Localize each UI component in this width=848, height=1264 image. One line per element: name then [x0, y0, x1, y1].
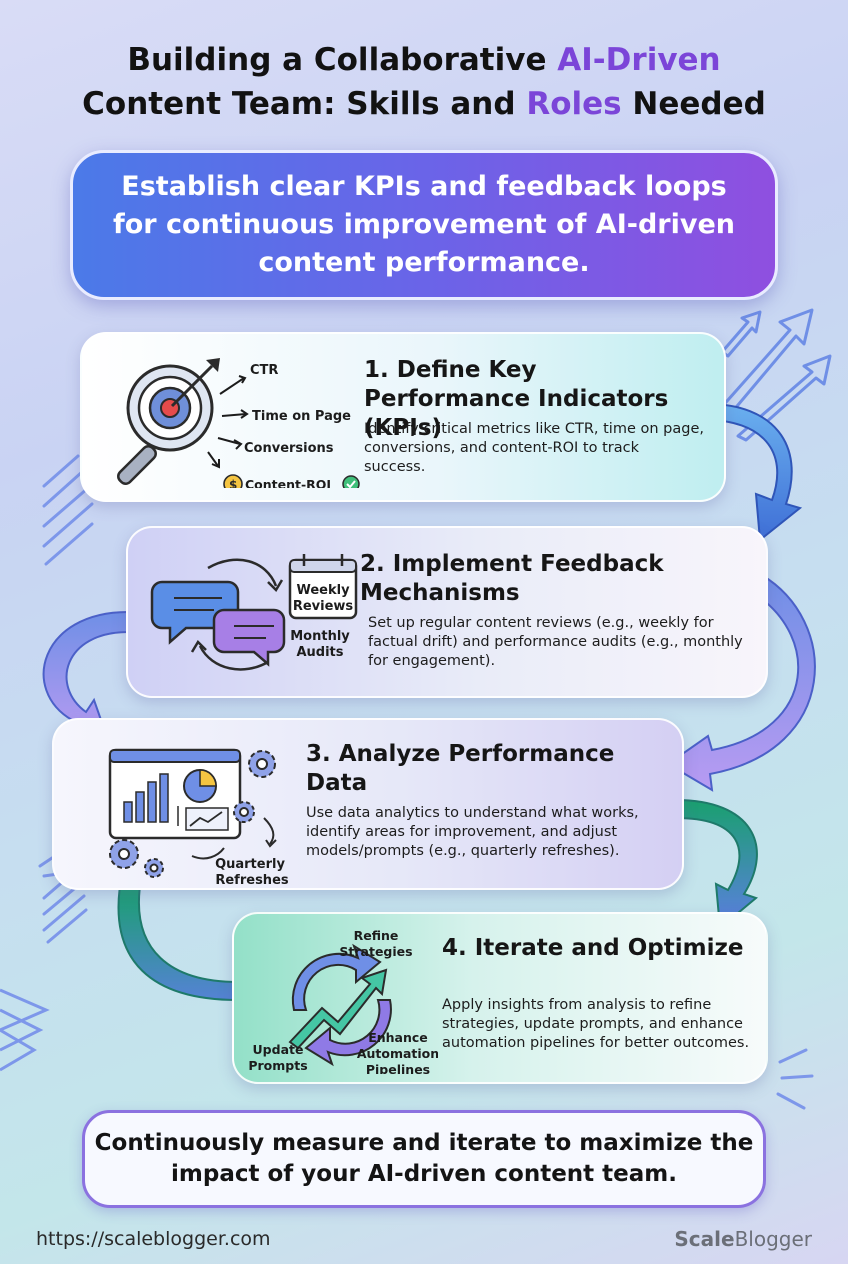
kpi-label-ctr: CTR: [250, 363, 278, 378]
feedback-illustration: Weekly Reviews Monthly Audits: [150, 554, 358, 671]
step-card-2: Weekly Reviews Monthly Audits 2. Impleme…: [126, 526, 768, 698]
kpi-label-conversions: Conversions: [244, 441, 334, 456]
label-prompts: Prompts: [248, 1058, 307, 1073]
label-refine: Refine: [354, 928, 399, 943]
page-title: Building a Collaborative AI-Driven Conte…: [0, 38, 848, 126]
kpi-label-content-roi: Content-ROI: [245, 477, 331, 488]
brand-logo: ScaleBlogger: [674, 1227, 812, 1251]
label-weekly: Weekly: [296, 583, 350, 598]
step-2-description: Set up regular content reviews (e.g., we…: [368, 615, 743, 669]
dollar-coin-icon: $: [223, 474, 243, 488]
step-4-description: Apply insights from analysis to refine s…: [442, 997, 750, 1051]
calendar-icon: [288, 554, 358, 620]
connector-arrow-1: [704, 402, 803, 542]
label-enhance: Enhance: [368, 1030, 428, 1045]
iteration-cycle-icon: [291, 943, 392, 1067]
title-line-1: Building a Collaborative AI-Driven: [127, 42, 721, 78]
step-2-heading: 2. Implement Feedback Mechanisms: [360, 551, 664, 606]
step-card-3: Quarterly Refreshes 3. Analyze Performan…: [52, 718, 684, 890]
kpi-label-time-on-page: Time on Page: [252, 409, 351, 424]
check-circle-icon: [342, 475, 360, 488]
step-3-heading: 3. Analyze Performance Data: [306, 741, 615, 796]
iteration-illustration: Refine Strategies Update Prompts Enhance…: [248, 928, 438, 1074]
label-monthly: Monthly: [290, 629, 350, 644]
label-reviews: Reviews: [293, 599, 354, 614]
label-pipelines: Pipelines: [366, 1062, 430, 1074]
title-accent-ai-driven: AI-Driven: [557, 42, 721, 78]
step-3-description: Use data analytics to understand what wo…: [306, 805, 639, 859]
intro-banner: Establish clear KPIs and feedback loops …: [70, 150, 778, 300]
label-audits: Audits: [296, 645, 343, 660]
cycle-arrows-icon: [190, 558, 284, 671]
connector-arrow-4: [675, 798, 759, 930]
gears-icon: [109, 750, 276, 878]
label-automation: Automation: [357, 1046, 438, 1061]
website-link[interactable]: https://scaleblogger.com: [36, 1228, 271, 1250]
title-accent-roles: Roles: [526, 86, 622, 122]
step-card-4: Refine Strategies Update Prompts Enhance…: [232, 912, 768, 1084]
step-4-heading: 4. Iterate and Optimize: [442, 935, 744, 961]
label-update: Update: [253, 1042, 304, 1057]
step-1-description: Identify critical metrics like CTR, time…: [364, 421, 704, 475]
step-1-heading: 1. Define Key Performance Indicators (KP…: [364, 357, 669, 441]
label-refreshes: Refreshes: [215, 873, 289, 886]
kpi-illustration: CTR Time on Page Conversions $ Content-R…: [117, 358, 360, 488]
sparkle-lines-decoration: [38, 856, 814, 1110]
stacked-chevrons-decoration: [0, 988, 50, 1072]
title-line-2: Content Team: Skills and Roles Needed: [82, 86, 766, 122]
growth-arrow-icon: [288, 968, 388, 1050]
target-magnifier-icon: [117, 358, 220, 485]
label-quarterly: Quarterly: [215, 857, 285, 872]
svg-text:$: $: [229, 478, 237, 488]
label-strategies: Strategies: [339, 944, 412, 959]
analytics-illustration: Quarterly Refreshes: [108, 748, 289, 886]
step-card-1: CTR Time on Page Conversions $ Content-R…: [80, 332, 726, 502]
analytics-dashboard-icon: [108, 748, 242, 840]
closing-message: Continuously measure and iterate to maxi…: [82, 1110, 766, 1208]
connector-arrow-3: [666, 572, 816, 792]
chat-bubbles-icon: [150, 580, 286, 667]
